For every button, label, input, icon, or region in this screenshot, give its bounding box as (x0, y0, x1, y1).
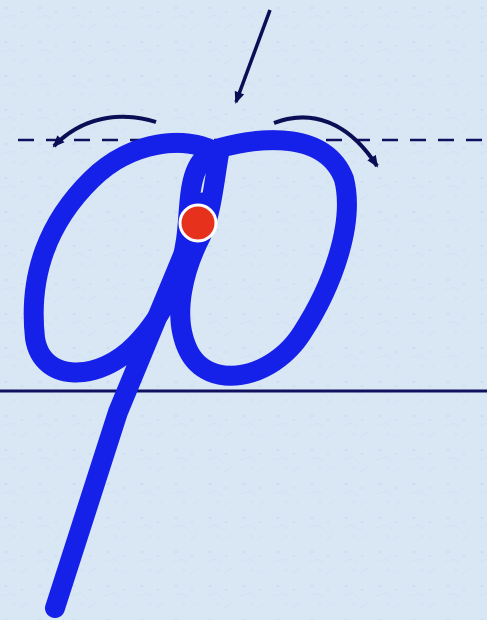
start-dot-icon (180, 205, 216, 241)
